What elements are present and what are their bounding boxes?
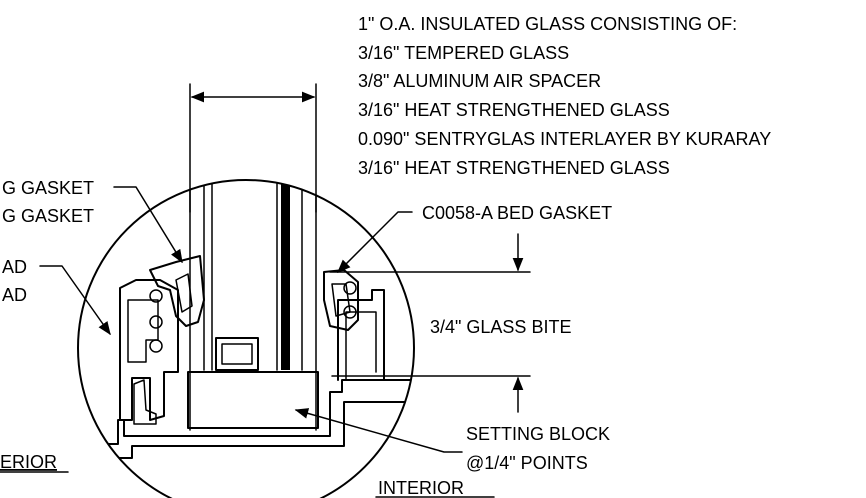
spec-line: 3/16" HEAT STRENGTHENED GLASS — [358, 158, 670, 178]
setting-block-label: SETTING BLOCK — [466, 424, 610, 444]
exterior-label: ERIOR — [0, 452, 57, 472]
setting-block-spacing-label: @1/4" POINTS — [466, 453, 588, 473]
glass-bite-dimension — [329, 233, 531, 413]
glass-bite-label: 3/4" GLASS BITE — [430, 317, 571, 337]
sentryglas-interlayer — [281, 180, 290, 370]
spec-line: 0.090" SENTRYGLAS INTERLAYER BY KURARAY — [358, 129, 771, 149]
glass-unit-extension-lines — [189, 83, 317, 213]
bed-gasket-callout: C0058-A BED GASKET — [422, 203, 612, 223]
aluminum-air-spacer — [215, 337, 259, 371]
gasket-callout-top: G GASKET — [2, 178, 94, 198]
spec-line: 3/16" HEAT STRENGTHENED GLASS — [358, 100, 670, 120]
bead-callout-top: AD — [2, 257, 27, 277]
spec-note: 1" O.A. INSULATED GLASS CONSISTING OF: 3… — [358, 14, 771, 178]
spec-line: 1" O.A. INSULATED GLASS CONSISTING OF: — [358, 14, 737, 34]
bead-leg — [133, 379, 157, 425]
wedge-gasket — [149, 255, 205, 327]
exterior-glazing-bead — [119, 279, 179, 421]
interior-label: INTERIOR — [378, 478, 464, 498]
spec-line: 3/16" TEMPERED GLASS — [358, 43, 569, 63]
gasket-callout-bottom: G GASKET — [2, 206, 94, 226]
detail-circle — [77, 179, 415, 498]
frame-profile — [78, 289, 414, 459]
setting-block — [187, 371, 319, 429]
section-details — [78, 180, 414, 459]
insulated-glass-unit — [189, 180, 317, 431]
bead-callout-bottom: AD — [2, 285, 27, 305]
spec-line: 3/8" ALUMINUM AIR SPACER — [358, 71, 601, 91]
leader-lines — [39, 186, 463, 453]
